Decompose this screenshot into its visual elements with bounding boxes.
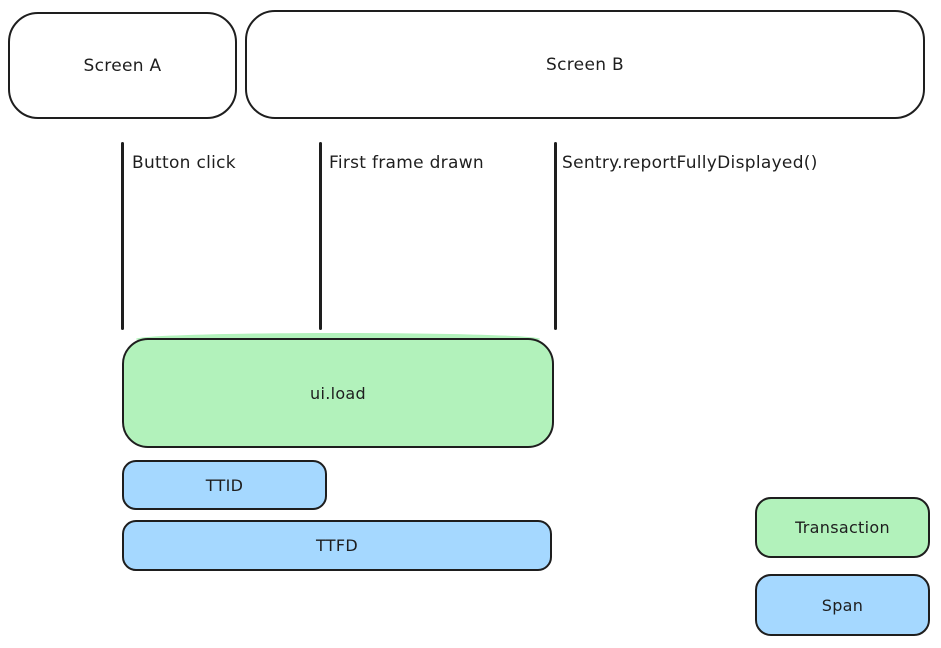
screen-a-label: Screen A [83, 55, 162, 76]
screen-b-box: Screen B [245, 10, 925, 119]
ttid-span-bar: TTID [122, 460, 327, 510]
ui-load-transaction-bar: ui.load [122, 333, 554, 448]
legend-span-box: Span [755, 574, 930, 636]
legend-span-label: Span [821, 595, 864, 615]
legend-transaction-box: Transaction [755, 497, 930, 558]
marker-line-report-fully-displayed [554, 142, 557, 330]
marker-label-button-click: Button click [132, 153, 236, 173]
marker-label-report-fully-displayed: Sentry.reportFullyDisplayed() [562, 153, 818, 173]
ui-load-label: ui.load [310, 383, 366, 403]
legend-transaction-label: Transaction [795, 518, 890, 537]
ttfd-span-bar: TTFD [122, 520, 552, 571]
marker-line-button-click [121, 142, 124, 330]
screen-a-box: Screen A [8, 12, 237, 119]
ttfd-label: TTFD [316, 536, 358, 555]
marker-label-first-frame-drawn: First frame drawn [329, 153, 484, 173]
screen-b-label: Screen B [546, 54, 624, 75]
marker-line-first-frame-drawn [319, 142, 322, 330]
ttid-label: TTID [205, 475, 244, 495]
